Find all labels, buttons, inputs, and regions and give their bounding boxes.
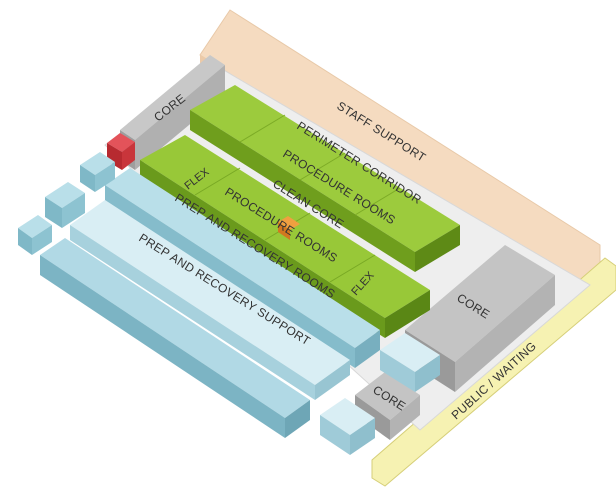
- prep-recovery-support-block: [70, 200, 350, 400]
- orange-accent-block: [278, 216, 300, 230]
- bottom-right-cubes: [320, 333, 440, 455]
- left-cubes: [18, 152, 115, 255]
- procedure-rooms-lower-block: [140, 135, 430, 338]
- front-rooms-block: [40, 238, 310, 438]
- prep-recovery-rooms-block: [105, 168, 380, 368]
- procedure-rooms-upper-block: [190, 85, 460, 272]
